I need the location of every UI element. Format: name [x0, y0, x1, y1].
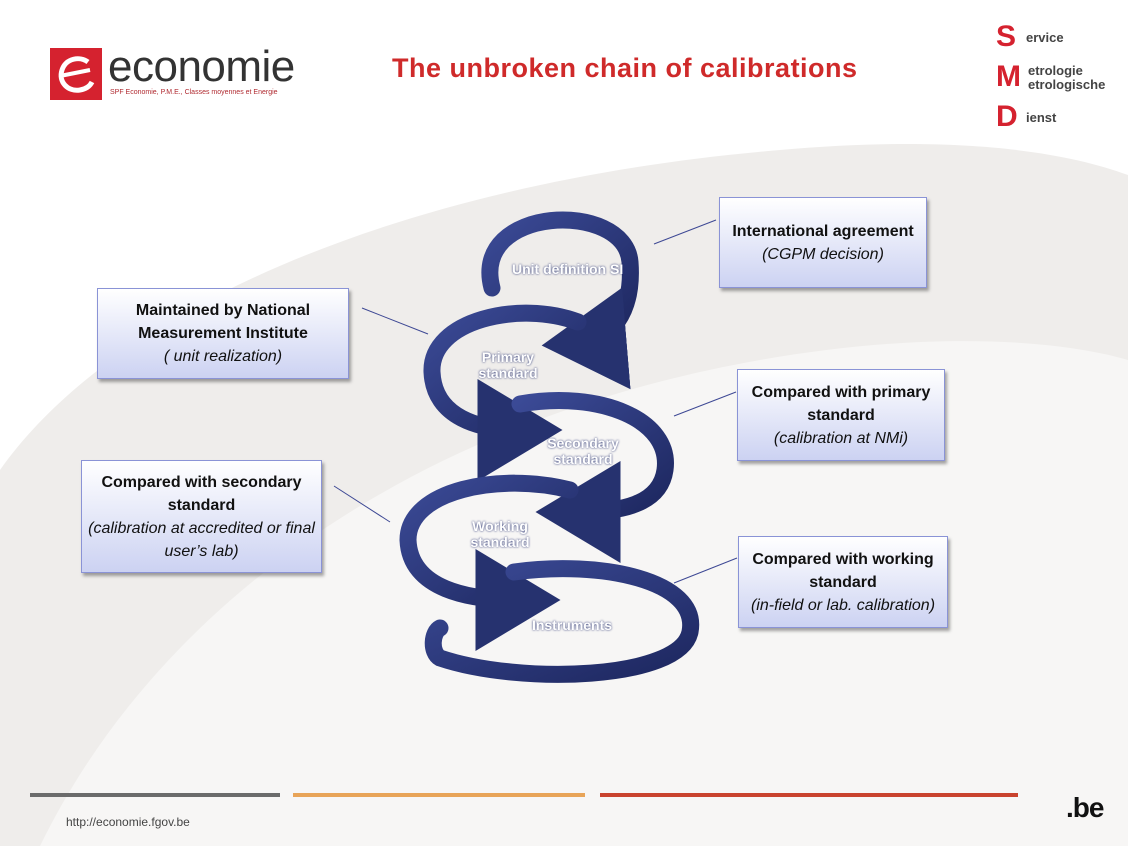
- be-logo: .be: [1066, 792, 1104, 823]
- chain-label-primary: Primary standard: [478, 349, 538, 381]
- box-working-note: (in-field or lab. calibration): [750, 596, 936, 614]
- connector-working: [673, 557, 738, 584]
- footer-bar-orange: [293, 793, 585, 797]
- box-secondary-note: (calibration at accredited or final user…: [88, 519, 315, 560]
- footer-bar-red: [600, 793, 1018, 797]
- economie-logo: economie SPF Economie, P.M.E., Classes m…: [50, 42, 320, 108]
- smd-word-dienst: ienst: [1026, 110, 1057, 125]
- connector-international: [653, 219, 717, 245]
- chain-label-secondary: Secondary standard: [547, 435, 619, 467]
- smd-row-service: S ervice: [996, 22, 1121, 52]
- smd-letter-s: S: [996, 20, 1017, 53]
- chain-label-working: Working standard: [470, 518, 530, 550]
- chain-label-unit: Unit definition SI: [512, 261, 624, 277]
- footer-bar-grey: [30, 793, 280, 797]
- connector-primary: [673, 391, 737, 417]
- box-working-comparison: Compared with working standard (in-field…: [738, 536, 948, 628]
- connector-national: [361, 307, 429, 335]
- smd-word-service: ervice: [1026, 30, 1064, 45]
- box-secondary-comparison: Compared with secondary standard (calibr…: [81, 460, 322, 573]
- chain-label-instruments: Instruments: [531, 617, 613, 633]
- box-international-title: International agreement: [732, 222, 914, 240]
- box-secondary-title: Compared with secondary standard: [101, 473, 302, 514]
- page-title: The unbroken chain of calibrations: [392, 53, 858, 83]
- chain-arrow-unit: [481, 211, 639, 390]
- box-primary-title: Compared with primary standard: [751, 383, 931, 424]
- chain-arrow-working: [399, 474, 579, 651]
- smd-logo: S ervice M etrologie etrologische D iens…: [996, 22, 1121, 132]
- smd-letter-d: D: [996, 100, 1018, 133]
- chain-arrow-instruments: [424, 560, 700, 683]
- chain-arrow-secondary: [511, 392, 674, 563]
- smd-row-dienst: D ienst: [996, 102, 1121, 132]
- box-national-institute: Maintained by National Measurement Insti…: [97, 288, 349, 379]
- logo-subtitle: SPF Economie, P.M.E., Classes moyennes e…: [110, 89, 278, 96]
- box-primary-note: (calibration at NMi): [773, 429, 909, 447]
- smd-row-metrologie: M etrologie etrologische: [996, 62, 1121, 92]
- box-national-note: ( unit realization): [163, 348, 283, 365]
- chain-arrow-primary: [423, 304, 587, 481]
- box-national-title: Maintained by National Measurement Insti…: [135, 302, 311, 342]
- connector-secondary: [333, 485, 391, 523]
- footer-url[interactable]: http://economie.fgov.be: [66, 815, 190, 829]
- smd-word-metrologie: etrologie etrologische: [1028, 63, 1106, 92]
- box-international-agreement: International agreement (CGPM decision): [719, 197, 927, 288]
- box-international-note: (CGPM decision): [762, 245, 884, 263]
- box-primary-comparison: Compared with primary standard (calibrat…: [737, 369, 945, 461]
- box-working-title: Compared with working standard: [752, 550, 934, 591]
- logo-wordmark: economie: [108, 42, 295, 91]
- smd-letter-m: M: [996, 60, 1021, 93]
- economie-logo-mark: [50, 48, 102, 100]
- e-swirl-icon: [58, 56, 95, 93]
